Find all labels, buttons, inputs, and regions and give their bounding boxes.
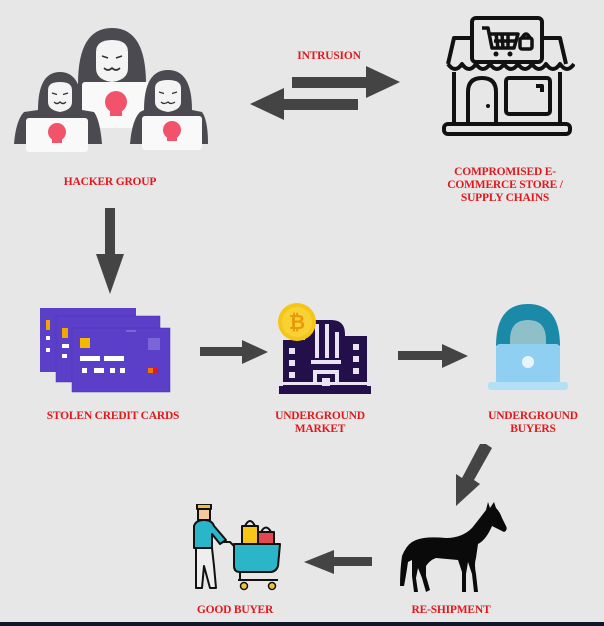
underground-buyers-label: UNDERGROUND BUYERS bbox=[470, 410, 596, 436]
arrow-left-from-store bbox=[250, 88, 358, 120]
underground-market-label-line1: UNDERGROUND bbox=[275, 410, 365, 422]
good-buyer-label: GOOD BUYER bbox=[196, 604, 274, 616]
underground-market-label: UNDERGROUND MARKET bbox=[262, 410, 378, 436]
bottom-bar bbox=[0, 622, 604, 626]
hacker-left bbox=[14, 72, 102, 152]
compromised-store-label-line3: SUPPLY CHAINS bbox=[460, 192, 550, 204]
compromised-store-label-line2: COMMERCE STORE / bbox=[447, 179, 563, 191]
svg-text:₿: ₿ bbox=[289, 310, 305, 334]
shopper-cart-icon bbox=[193, 504, 281, 591]
hacker-group-label: HACKER GROUP bbox=[63, 176, 157, 188]
arrow-down-to-cards bbox=[96, 208, 124, 294]
compromised-store-label-line1: COMPROMISED E- bbox=[454, 166, 556, 178]
hacker-center bbox=[56, 28, 170, 128]
hooded-buyer-laptop-icon bbox=[488, 304, 568, 390]
credit-cards-icon bbox=[40, 308, 171, 393]
reshipment-label: RE-SHIPMENT bbox=[411, 604, 491, 616]
underground-buyers-label-line1: UNDERGROUND bbox=[488, 410, 578, 422]
compromised-store-label: COMPROMISED E- COMMERCE STORE / SUPPLY C… bbox=[430, 166, 580, 205]
underground-buyers-label-line2: BUYERS bbox=[510, 423, 556, 435]
hacker-group-icon bbox=[14, 28, 208, 152]
arrow-to-reshipment bbox=[456, 444, 492, 506]
horse-icon bbox=[400, 502, 507, 592]
arrow-to-buyers bbox=[398, 344, 468, 368]
arrow-to-good-buyer bbox=[304, 550, 372, 574]
arrow-to-market bbox=[200, 340, 268, 364]
hacker-right bbox=[130, 70, 208, 150]
store-icon bbox=[442, 16, 575, 136]
underground-market-label-line2: MARKET bbox=[294, 423, 346, 435]
building-bitcoin-icon: ₿ bbox=[275, 303, 375, 394]
intrusion-label: INTRUSION bbox=[297, 50, 361, 62]
arrow-right-to-store bbox=[292, 66, 400, 98]
stolen-cards-label: STOLEN CREDIT CARDS bbox=[46, 410, 180, 422]
